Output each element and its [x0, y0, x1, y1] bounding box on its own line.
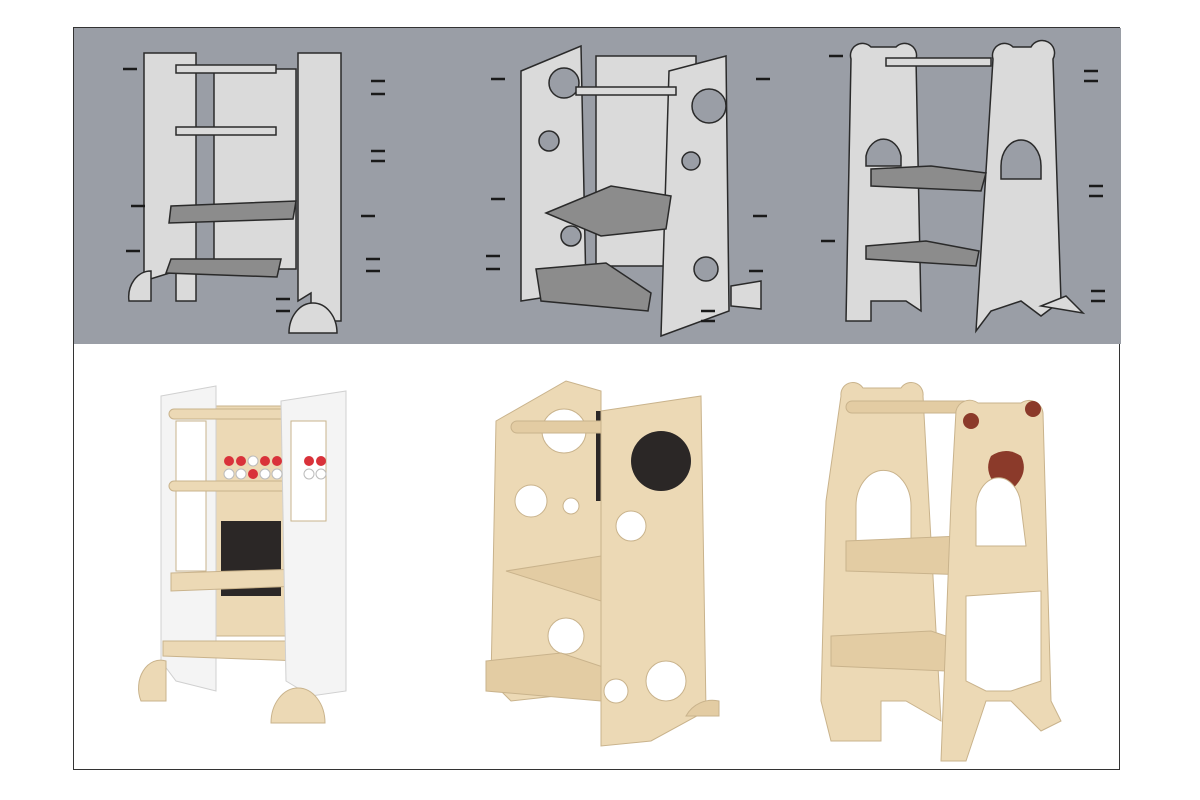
exploded-diagram-circles: [520, 44, 762, 338]
product-circles-tower: [485, 380, 720, 747]
product-bear-tower: [820, 382, 1062, 762]
abacus-beads: [223, 455, 327, 480]
exploded-diagram-abacus: [127, 52, 342, 334]
exploded-diagram-bear: [845, 39, 1086, 334]
product-sheet: [73, 27, 1121, 770]
product-abacus-tower: [138, 385, 347, 724]
illustration-canvas: [74, 28, 1121, 762]
screws: [123, 54, 1105, 323]
